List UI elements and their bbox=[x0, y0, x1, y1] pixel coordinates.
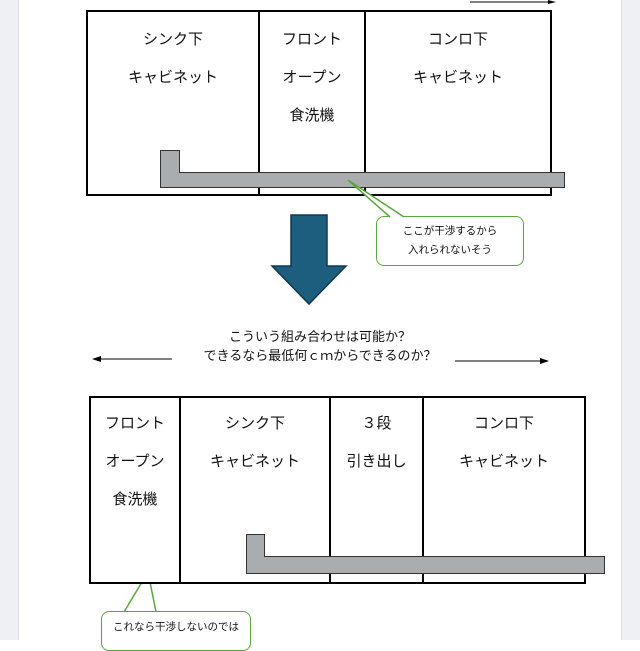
bottom-cabinet-drawer: ３段 引き出し bbox=[329, 396, 424, 584]
right-margin-strip bbox=[621, 0, 640, 640]
bottom-pipe-horizontal bbox=[246, 556, 605, 574]
question-line-2: できるなら最低何ｃｍからできるのか？ bbox=[203, 349, 437, 364]
top-pipe-horizontal bbox=[160, 172, 565, 188]
top-callout-pointer bbox=[347, 179, 405, 218]
top-sink-label-1: シンク下 bbox=[142, 30, 203, 48]
top-callout: ここが干渉するから 入れられないそう bbox=[376, 216, 524, 266]
bottom-stove-label-2: キャビネット bbox=[458, 452, 549, 470]
top-stove-label-1: コンロ下 bbox=[427, 30, 488, 48]
bottom-callout-line-1: これなら干渉しないのでは bbox=[113, 621, 239, 633]
bottom-drawer-label-2: 引き出し bbox=[346, 452, 407, 470]
down-arrow bbox=[270, 214, 348, 306]
right-arrow-head bbox=[540, 358, 549, 364]
question-line-1: こういう組み合わせは可能か？ bbox=[228, 330, 411, 345]
bottom-dishwasher-label-3: 食洗機 bbox=[112, 490, 158, 508]
top-stove-label-2: キャビネット bbox=[412, 68, 503, 86]
top-cabinet-stove: コンロ下 キャビネット bbox=[364, 10, 552, 196]
bottom-callout: これなら干渉しないのでは bbox=[101, 611, 251, 651]
left-margin-strip bbox=[0, 0, 19, 640]
bottom-dishwasher-label-2: オープン bbox=[105, 452, 165, 470]
top-cabinet-dishwasher: フロント オープン 食洗機 bbox=[258, 10, 366, 196]
bottom-stove-label-1: コンロ下 bbox=[473, 414, 534, 432]
bottom-pipe-joint bbox=[247, 554, 264, 573]
bottom-sink-label-2: キャビネット bbox=[209, 452, 300, 470]
question-text: こういう組み合わせは可能か？ できるなら最低何ｃｍからできるのか？ bbox=[150, 328, 490, 366]
bottom-sink-label-1: シンク下 bbox=[224, 414, 285, 432]
top-sink-label-2: キャビネット bbox=[127, 68, 218, 86]
top-callout-line-2: 入れられないそう bbox=[408, 244, 492, 256]
top-dishwasher-label-3: 食洗機 bbox=[289, 106, 335, 124]
bottom-dishwasher-label-1: フロント bbox=[104, 414, 165, 432]
top-dishwasher-label-1: フロント bbox=[281, 30, 342, 48]
top-pipe-joint bbox=[161, 170, 179, 187]
bottom-drawer-label-1: ３段 bbox=[361, 414, 392, 432]
top-arrow-head bbox=[548, 0, 556, 4]
top-callout-line-1: ここが干渉するから bbox=[402, 225, 498, 237]
top-dishwasher-label-2: オープン bbox=[282, 68, 342, 86]
bottom-cabinet-stove: コンロ下 キャビネット bbox=[422, 396, 586, 584]
bottom-cabinet-dishwasher: フロント オープン 食洗機 bbox=[89, 396, 181, 584]
left-arrow-head bbox=[92, 356, 101, 362]
